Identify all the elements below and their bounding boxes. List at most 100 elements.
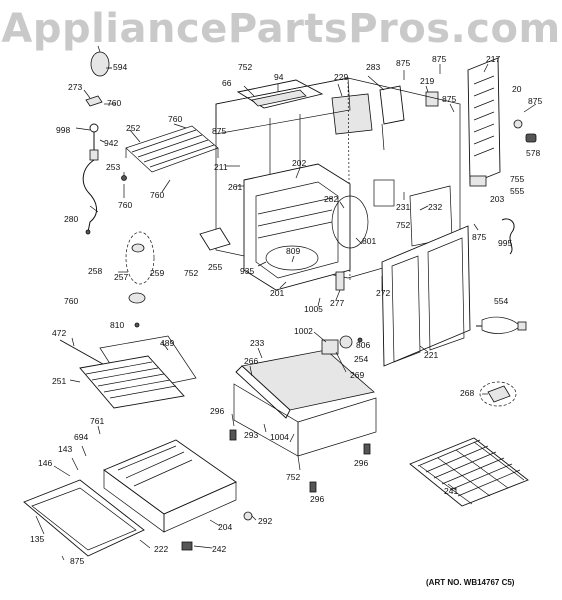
- label-252: 252: [126, 123, 140, 133]
- label-272: 272: [376, 288, 390, 298]
- label-760: 760: [64, 296, 78, 306]
- part-202-oven-cavity: [243, 163, 351, 291]
- label-555: 555: [510, 186, 524, 196]
- label-875: 875: [70, 556, 84, 566]
- part-578-switch: [525, 133, 537, 143]
- label-211: 211: [214, 162, 228, 172]
- part-253-screw: [121, 175, 127, 181]
- label-296: 296: [210, 406, 224, 416]
- label-296: 296: [354, 458, 368, 468]
- part-231-hinge: [373, 179, 395, 207]
- part-219-sensor: [425, 91, 439, 107]
- label-202: 202: [292, 158, 306, 168]
- part-472-rod: [59, 339, 111, 369]
- label-801: 801: [362, 236, 376, 246]
- label-255: 255: [208, 262, 222, 272]
- label-251: 251: [52, 376, 66, 386]
- label-875: 875: [396, 58, 410, 68]
- label-472: 472: [52, 328, 66, 338]
- label-752: 752: [396, 220, 410, 230]
- label-231: 231: [396, 202, 410, 212]
- label-269: 269: [350, 370, 364, 380]
- part-554-power-cord: [476, 316, 527, 334]
- label-221: 221: [424, 350, 438, 360]
- label-760: 760: [168, 114, 182, 124]
- part-292-glide: [243, 511, 253, 521]
- part-258-burner-cap: [125, 231, 155, 328]
- label-755: 755: [510, 174, 524, 184]
- label-554: 554: [494, 296, 508, 306]
- label-203: 203: [490, 194, 504, 204]
- label-752: 752: [184, 268, 198, 278]
- part-252-broil-element: [125, 125, 219, 173]
- label-261: 261: [228, 182, 242, 192]
- label-1004: 1004: [270, 432, 289, 442]
- label-810: 810: [110, 320, 124, 330]
- label-233: 233: [250, 338, 264, 348]
- label-760: 760: [150, 190, 164, 200]
- label-258: 258: [88, 266, 102, 276]
- part-254-burner-valve: [339, 335, 353, 349]
- part-942-sensor-assembly: [89, 123, 99, 161]
- label-229: 229: [334, 72, 348, 82]
- part-229-insulation: [331, 93, 373, 135]
- part-221-side-panel: [381, 225, 471, 367]
- art-number: (ART NO. WB14767 C5): [426, 578, 515, 587]
- label-935: 935: [240, 266, 254, 276]
- label-875: 875: [432, 54, 446, 64]
- part-labels: 594 273 760 998 942 252 760 875 253 760 …: [30, 54, 542, 566]
- label-752: 752: [286, 472, 300, 482]
- part-269-bracket: [321, 339, 339, 355]
- label-594: 594: [113, 62, 127, 72]
- label-222: 222: [154, 544, 168, 554]
- part-242-clip: [181, 541, 193, 551]
- leader-lines: [35, 63, 537, 561]
- part-20-connector: [513, 119, 523, 129]
- label-875: 875: [528, 96, 542, 106]
- label-254: 254: [354, 354, 368, 364]
- label-1002: 1002: [294, 326, 313, 336]
- part-135-drawer-panel: [23, 479, 145, 557]
- label-135: 135: [30, 534, 44, 544]
- label-217: 217: [486, 54, 500, 64]
- label-875: 875: [212, 126, 226, 136]
- label-143: 143: [58, 444, 72, 454]
- label-995: 995: [498, 238, 512, 248]
- label-201: 201: [270, 288, 284, 298]
- label-292: 292: [258, 516, 272, 526]
- label-242: 242: [212, 544, 226, 554]
- part-273-bracket: [85, 95, 103, 107]
- part-555-terminal-block: [469, 175, 487, 187]
- label-296: 296: [310, 494, 324, 504]
- label-694: 694: [74, 432, 88, 442]
- watermark: AppliancePartsPros.com: [1, 6, 561, 52]
- part-268-bracket: [479, 381, 517, 407]
- part-255-bracket: [199, 227, 231, 251]
- label-282: 282: [324, 194, 338, 204]
- label-20: 20: [512, 84, 522, 94]
- label-998: 998: [56, 125, 70, 135]
- part-241-wire-rack: [409, 437, 529, 507]
- label-94: 94: [274, 72, 284, 82]
- part-995-gasket: [501, 218, 515, 255]
- label-760: 760: [118, 200, 132, 210]
- part-296-leveling-legs: [229, 429, 371, 493]
- label-257: 257: [114, 272, 128, 282]
- label-283: 283: [366, 62, 380, 72]
- part-282-cavity-gasket: [331, 195, 369, 249]
- part-280-probe-wire: [82, 159, 97, 235]
- part-283-vent-duct: [379, 85, 405, 151]
- label-942: 942: [104, 138, 118, 148]
- part-594-igniter: [90, 45, 112, 77]
- label-752: 752: [238, 62, 252, 72]
- label-280: 280: [64, 214, 78, 224]
- label-489: 489: [160, 338, 174, 348]
- part-251-oven-rack: [79, 355, 185, 409]
- part-204-drawer: [103, 439, 237, 533]
- label-232: 232: [428, 202, 442, 212]
- label-219: 219: [420, 76, 434, 86]
- label-875: 875: [442, 94, 456, 104]
- label-806: 806: [356, 340, 370, 350]
- label-268: 268: [460, 388, 474, 398]
